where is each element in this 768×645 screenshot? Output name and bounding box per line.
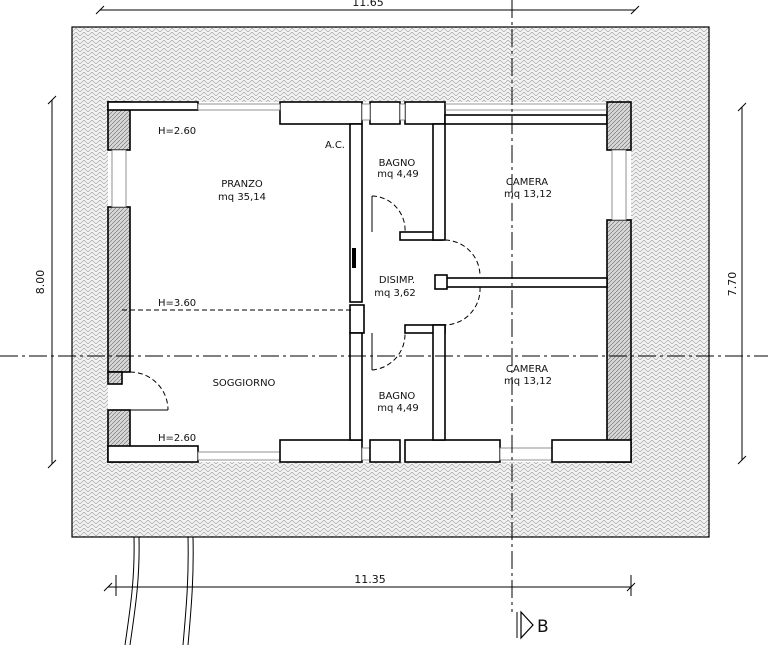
room-camera-top-name: CAMERA <box>506 177 548 188</box>
room-bagno-top-area: mq 4,49 <box>377 169 419 180</box>
ac-label: A.C. <box>325 140 345 151</box>
height-label-bottom: H=2.60 <box>158 433 196 444</box>
dimension-left: 8.00 <box>34 270 47 295</box>
dimension-bottom: 11.35 <box>354 573 386 586</box>
exterior-walls <box>107 101 632 463</box>
room-bagno-top-name: BAGNO <box>379 158 416 169</box>
room-disimpegno-area: mq 3,62 <box>374 288 416 299</box>
doors <box>129 195 481 411</box>
section-marker-label: B <box>537 617 549 637</box>
interior-walls <box>349 123 608 441</box>
room-disimpegno-name: DISIMP. <box>379 275 415 286</box>
dimension-right: 7.70 <box>726 272 739 297</box>
room-camera-bottom-area: mq 13,12 <box>504 376 552 387</box>
room-pranzo-area: mq 35,14 <box>218 192 266 203</box>
room-camera-top-area: mq 13,12 <box>504 189 552 200</box>
room-soggiorno-name: SOGGIORNO <box>213 378 276 389</box>
height-label-top: H=2.60 <box>158 126 196 137</box>
dimension-top: 11.65 <box>352 0 384 9</box>
height-label-mid: H=3.60 <box>158 298 196 309</box>
room-bagno-bottom-name: BAGNO <box>379 391 416 402</box>
section-marker: B <box>516 610 549 640</box>
room-bagno-bottom-area: mq 4,49 <box>377 403 419 414</box>
access-path <box>124 536 194 645</box>
room-pranzo-name: PRANZO <box>221 179 263 190</box>
dimension-lines <box>47 5 747 596</box>
room-camera-bottom-name: CAMERA <box>506 364 548 375</box>
